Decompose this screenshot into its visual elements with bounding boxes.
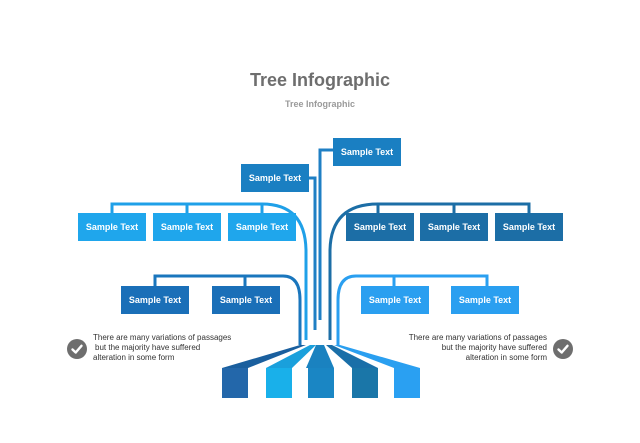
connector-lower-right xyxy=(336,274,489,345)
node-top-right: Sample Text xyxy=(333,138,401,166)
node-top-left: Sample Text xyxy=(241,164,309,192)
check-circle-icon xyxy=(67,339,87,359)
note-left-line-2: but the majority have suffered xyxy=(95,343,201,352)
node-right-3: Sample Text xyxy=(495,213,563,241)
node-right-1: Sample Text xyxy=(346,213,414,241)
note-left-line-1: There are many variations of passages xyxy=(93,333,232,342)
note-left: There are many variations of passages bu… xyxy=(93,333,231,363)
connector-top-right xyxy=(318,148,333,320)
connector-lower-left xyxy=(153,274,302,345)
node-lower-left-1: Sample Text xyxy=(121,286,189,314)
note-right-line-3: alteration in some form xyxy=(465,353,547,362)
root-block-5 xyxy=(394,368,420,398)
note-right: There are many variations of passages bu… xyxy=(409,333,547,363)
connector-top-left xyxy=(309,176,317,330)
note-right-line-1: There are many variations of passages xyxy=(408,333,547,342)
root-3 xyxy=(306,345,334,368)
note-right-line-2: but the majority have suffered xyxy=(441,343,547,352)
node-left-3: Sample Text xyxy=(228,213,296,241)
root-4 xyxy=(326,345,378,368)
note-left-line-3: alteration in some form xyxy=(93,353,175,362)
root-block-3 xyxy=(308,368,334,398)
check-circle-icon xyxy=(553,339,573,359)
node-lower-left-2: Sample Text xyxy=(212,286,280,314)
node-left-1: Sample Text xyxy=(78,213,146,241)
node-lower-right-2: Sample Text xyxy=(451,286,519,314)
root-block-1 xyxy=(222,368,248,398)
root-5 xyxy=(334,345,420,368)
page-subtitle: Tree Infographic xyxy=(284,99,355,109)
root-2 xyxy=(266,345,316,368)
node-left-2: Sample Text xyxy=(153,213,221,241)
node-lower-right-1: Sample Text xyxy=(361,286,429,314)
root-block-4 xyxy=(352,368,378,398)
root-block-2 xyxy=(266,368,292,398)
root-1 xyxy=(222,345,306,368)
page-title: Tree Infographic xyxy=(249,70,391,90)
node-right-2: Sample Text xyxy=(420,213,488,241)
